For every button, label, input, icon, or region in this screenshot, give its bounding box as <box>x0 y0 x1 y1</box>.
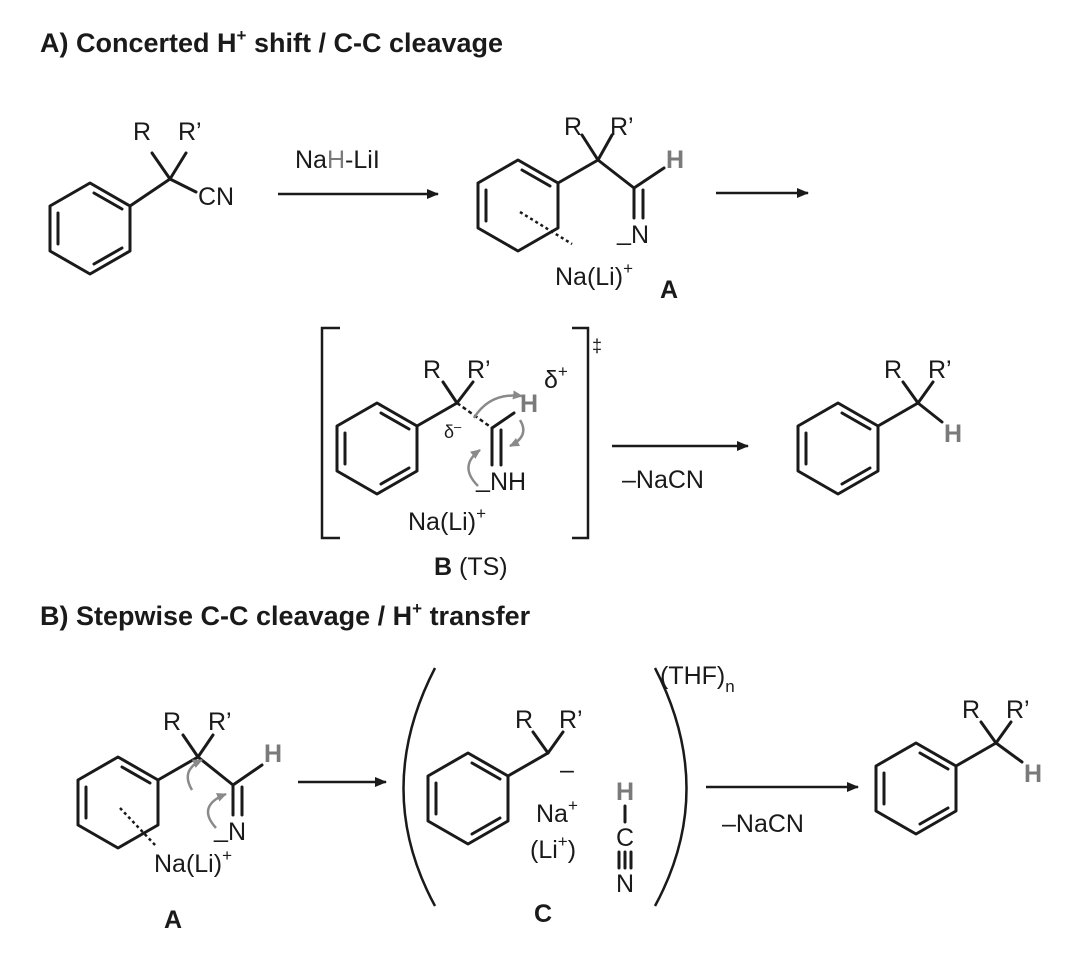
ts-bracket: ‡ <box>320 326 602 540</box>
hcn-n-label: N <box>616 870 634 898</box>
section-b-heading: B) Stepwise C-C cleavage / H+ transfer <box>40 599 531 631</box>
int-a-top-n-label: N <box>631 221 649 249</box>
int-a-bottom-h-label: H <box>264 740 282 768</box>
product-a-rprime-label: R’ <box>928 356 952 384</box>
product-b-rprime-label: R’ <box>1006 696 1030 724</box>
complex-c-open-paren <box>402 667 437 907</box>
complex-c: R R’ – Na+ (Li+) H C N C <box>426 706 634 928</box>
substrate-r-label: R <box>133 118 151 146</box>
int-a-bottom-compound-label: A <box>164 906 182 934</box>
ts-r-label: R <box>423 356 441 384</box>
ts-curly-arrow-3 <box>467 448 481 487</box>
substrate-rprime-label: R’ <box>178 118 202 146</box>
int-a-top-h-label: H <box>666 146 684 174</box>
intermediate-a-top: H R R’ N _ Na(Li)+ A <box>476 113 684 304</box>
ts-minus: _ <box>475 465 491 493</box>
product-a-h-label: H <box>944 420 962 448</box>
ts-delta-minus: δ– <box>444 419 462 442</box>
ts-rprime-label: R’ <box>467 356 491 384</box>
int-a-top-r-label: R <box>564 113 582 141</box>
transition-state-b: R R’ H δ+ δ– NH _ Na(Li)+ B (TS) <box>335 356 568 581</box>
substrate-cn-label: CN <box>198 183 234 211</box>
intermediate-a-bottom: R R’ H N _ Na(Li)+ A <box>76 708 282 934</box>
product-a-r-label: R <box>884 356 902 384</box>
int-a-bottom-minus: _ <box>213 815 229 843</box>
complex-c-close-paren <box>653 667 688 907</box>
complex-c-li-label: (Li+) <box>530 832 576 864</box>
product-b: R R’ H <box>874 696 1042 836</box>
int-a-top-metal-label: Na(Li)+ <box>555 259 633 291</box>
ts-h-label: H <box>520 390 538 418</box>
reagent-label: NaH-LiI <box>295 146 380 174</box>
product-b-r-label: R <box>962 696 980 724</box>
complex-c-solvent: (THF)n <box>660 662 735 696</box>
int-a-bottom-metal-label: Na(Li)+ <box>154 846 232 878</box>
hcn-c-label: C <box>616 824 634 852</box>
complex-c-minus: – <box>560 756 574 784</box>
int-a-bottom-r-label: R <box>163 708 181 736</box>
int-a-top-rprime-label: R’ <box>610 113 634 141</box>
ts-curly-arrow-1 <box>472 390 523 419</box>
ts-compound-label: B (TS) <box>434 553 508 581</box>
ts-curly-arrow-2 <box>509 419 525 448</box>
substrate-nitrile: R R’ CN <box>48 118 234 276</box>
loss-nacn-b: –NaCN <box>722 810 804 838</box>
int-a-bottom-curly-arrow-1 <box>186 758 203 791</box>
ts-delta-plus: δ+ <box>544 362 568 394</box>
hcn-h-label: H <box>616 778 634 806</box>
int-a-top-minus: _ <box>616 218 632 246</box>
int-a-top-compound-label: A <box>660 276 678 304</box>
loss-nacn-a: –NaCN <box>622 466 704 494</box>
int-a-bottom-curly-arrow-2 <box>206 792 227 829</box>
ts-dagger: ‡ <box>592 336 602 356</box>
int-a-bottom-rprime-label: R’ <box>208 708 232 736</box>
section-a-heading: A) Concerted H+ shift / C-C cleavage <box>40 26 503 58</box>
ts-metal-label: Na(Li)+ <box>408 504 486 536</box>
complex-c-rprime-label: R’ <box>559 706 583 734</box>
complex-c-compound-label: C <box>534 900 552 928</box>
product-a: R R’ H <box>796 356 962 496</box>
complex-c-na-label: Na+ <box>536 796 578 828</box>
ts-nh-label: NH <box>490 468 526 496</box>
product-b-h-label: H <box>1024 760 1042 788</box>
int-a-bottom-n-label: N <box>228 818 246 846</box>
complex-c-r-label: R <box>515 706 533 734</box>
